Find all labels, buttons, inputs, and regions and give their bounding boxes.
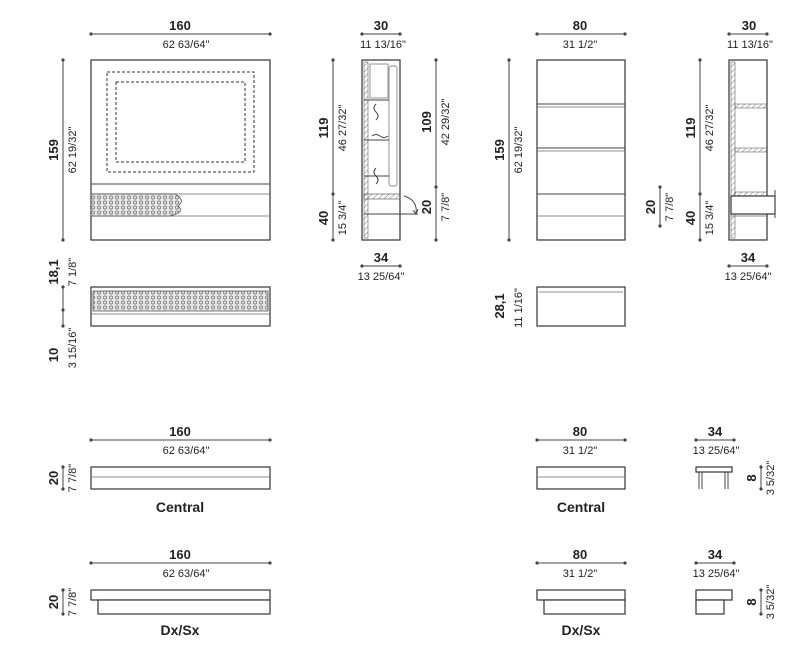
section-view-30-right: 30 11 13/16" 119 46 27/32" 40 15 3/4" 20…	[643, 18, 776, 283]
plan-woven	[92, 290, 269, 312]
dim-r34-inch: 13 25/64"	[725, 271, 772, 283]
dim-s119: 119	[316, 118, 331, 139]
dim-height-inch: 62 19/32"	[67, 127, 79, 174]
section-view-30: 30 11 13/16" 119 46 27/32" 40 15 3/4" 10…	[316, 18, 452, 283]
dxsx-dim-d34: 34	[708, 547, 723, 562]
dim-base-inch: 3 15/16"	[67, 328, 79, 369]
dim-h159b: 159	[492, 139, 507, 161]
dim-s40: 40	[316, 211, 331, 225]
dim-r30: 30	[742, 18, 756, 33]
dim-r30-inch: 11 13/16"	[727, 39, 773, 51]
cabinet-80-outline	[536, 59, 626, 241]
central-dim-w80-inch: 31 1/2"	[563, 445, 598, 457]
dim-r40-inch: 15 3/4"	[704, 201, 716, 236]
dxsx-dim-h20: 20	[46, 595, 61, 609]
central-dim-h20: 20	[46, 471, 61, 485]
dxsx-base-80	[543, 599, 626, 615]
central-base-80	[536, 466, 626, 490]
drawer-open	[730, 195, 776, 215]
central-dim-h8-inch: 3 5/32"	[765, 461, 777, 496]
dim-base: 10	[46, 348, 61, 362]
central-dim-d34-inch: 13 25/64"	[693, 445, 740, 457]
front-view-160: 160 62 63/64" 159 62 19/32" 18,1 7 1/8" …	[46, 18, 272, 368]
woven-panel	[90, 193, 182, 217]
dxsx-top-80	[536, 589, 626, 601]
dxsx-dim-h20-inch: 7 7/8"	[67, 588, 79, 616]
dim-h28-inch: 11 1/16"	[513, 288, 525, 328]
dim-s30-inch: 11 13/16"	[360, 39, 406, 51]
dxsx-dim-w80: 80	[573, 547, 587, 562]
dim-width: 160	[169, 18, 191, 33]
central-dim-w160-inch: 62 63/64"	[163, 445, 210, 457]
dim-s34-inch: 13 25/64"	[358, 271, 405, 283]
plan-80-outline	[536, 286, 626, 327]
dxsx-dim-w160: 160	[169, 547, 191, 562]
central-dim-w160: 160	[169, 424, 191, 439]
dim-s30: 30	[374, 18, 388, 33]
dxsx-side-top	[695, 589, 733, 601]
dim-s119-inch: 46 27/32"	[337, 105, 349, 152]
central-dim-h8: 8	[744, 474, 759, 481]
central-dim-w80: 80	[573, 424, 587, 439]
tv-frame-inner	[115, 81, 246, 163]
dim-r119: 119	[683, 118, 698, 139]
dim-depth: 18,1	[46, 259, 61, 284]
dxsx-label-right: Dx/Sx	[562, 622, 601, 638]
dxsx-side-base	[695, 599, 725, 615]
dim-s109: 109	[419, 111, 434, 133]
dxsx-dim-w160-inch: 62 63/64"	[163, 568, 210, 580]
dxsx-top-160	[90, 589, 271, 601]
dim-s34: 34	[374, 250, 389, 265]
dim-r119-inch: 46 27/32"	[704, 105, 716, 152]
dxsx-base-160	[97, 599, 271, 615]
dim-r20: 20	[643, 200, 658, 214]
dim-s109-inch: 42 29/32"	[440, 99, 452, 146]
central-label-right: Central	[557, 499, 605, 515]
dim-w80-inch: 31 1/2"	[563, 39, 598, 51]
dim-s20-inch: 7 7/8"	[440, 193, 452, 221]
dxsx-dim-h8-inch: 3 5/32"	[765, 585, 777, 620]
dxsx-label-left: Dx/Sx	[161, 622, 200, 638]
dim-r34: 34	[741, 250, 756, 265]
central-dim-d34: 34	[708, 424, 723, 439]
dxsx-row: 160 62 63/64" 20 7 7/8" Dx/Sx 80 31 1/2"…	[46, 547, 777, 638]
central-side-top	[695, 466, 733, 473]
dim-h28: 28,1	[492, 293, 507, 318]
dim-r40: 40	[683, 211, 698, 225]
section-outline	[361, 59, 401, 241]
dim-r20-inch: 7 7/8"	[664, 193, 676, 221]
dim-s20: 20	[419, 200, 434, 214]
tv-frame-outer	[106, 71, 255, 173]
dxsx-dim-d34-inch: 13 25/64"	[693, 568, 740, 580]
dim-s40-inch: 15 3/4"	[337, 201, 349, 236]
dim-width-inch: 62 63/64"	[163, 39, 210, 51]
dim-height: 159	[46, 139, 61, 161]
dim-w80: 80	[573, 18, 587, 33]
dxsx-dim-w80-inch: 31 1/2"	[563, 568, 598, 580]
front-view-80: 80 31 1/2" 159 62 19/32" 28,1 11 1/16"	[492, 18, 627, 328]
dim-depth-inch: 7 1/8"	[67, 258, 79, 286]
central-base-160	[90, 466, 271, 490]
central-row: 160 62 63/64" 20 7 7/8" Central 80 31 1/…	[46, 424, 777, 515]
dim-h159b-inch: 62 19/32"	[513, 127, 525, 174]
central-label-left: Central	[156, 499, 204, 515]
central-dim-h20-inch: 7 7/8"	[67, 464, 79, 492]
dxsx-dim-h8: 8	[744, 598, 759, 605]
